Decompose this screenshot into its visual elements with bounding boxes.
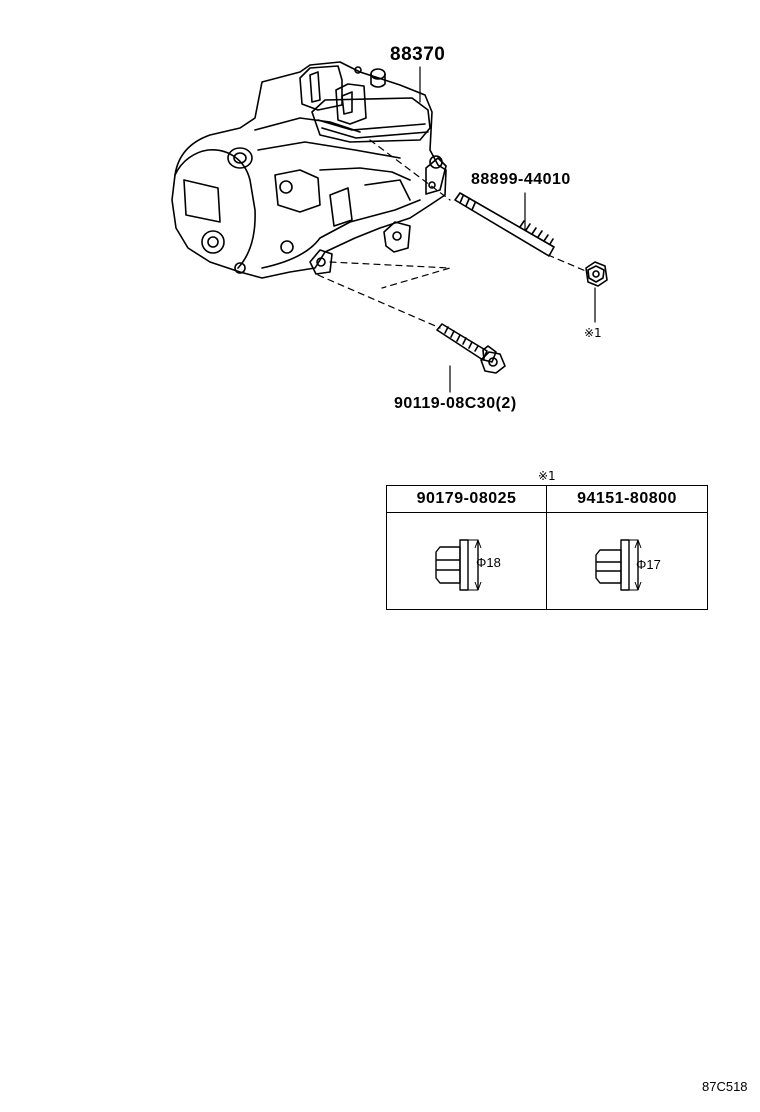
table-header-part-number-2[interactable]: 94151-80800 <box>577 490 677 507</box>
table-header-divider <box>387 512 707 513</box>
part-number-mount-bolt-number: 90119-08C30 <box>394 395 496 412</box>
diagram-code: 87C518 <box>702 1079 748 1094</box>
flange-bolt-icon[interactable] <box>436 323 506 374</box>
table-header-part-number-1[interactable]: 90179-08025 <box>416 490 517 507</box>
table-note-mark: ※1 <box>538 469 556 483</box>
part-number-compressor[interactable]: 88370 <box>390 44 446 65</box>
table-column-divider <box>546 486 547 609</box>
part-quantity: (2) <box>495 395 517 412</box>
dimension-label-1: Φ18 <box>476 555 501 570</box>
stud-bolt-icon[interactable] <box>454 192 555 257</box>
part-number-stud-bolt[interactable]: 88899-44010 <box>471 171 571 188</box>
part-number-mount-bolt[interactable]: 90119-08C30(2) <box>394 395 517 413</box>
ac-compressor-icon[interactable] <box>171 61 447 279</box>
dimension-label-2: Φ17 <box>636 557 661 572</box>
nut-note-mark: ※1 <box>584 326 602 340</box>
nut-reference-table: 90179-08025 94151-80800 <box>386 485 708 610</box>
flange-nut-icon[interactable] <box>585 261 608 287</box>
